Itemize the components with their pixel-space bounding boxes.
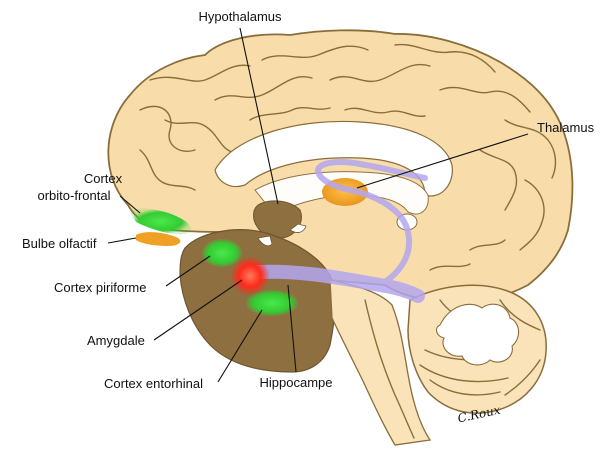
label-cortex-orbito-frontal-line1: Cortex (84, 171, 123, 186)
olfactory-bulb-area (136, 232, 180, 246)
amygdala-area (230, 256, 270, 296)
label-amygdale: Amygdale (87, 333, 145, 348)
leader-olfactory-bulb (108, 238, 136, 243)
label-bulbe-olfactif: Bulbe olfactif (22, 236, 97, 251)
label-thalamus: Thalamus (537, 120, 595, 135)
label-cortex-orbito-frontal-line2: orbito-frontal (38, 188, 111, 203)
label-hippocampe: Hippocampe (260, 375, 333, 390)
cerebral-cortex (108, 30, 572, 302)
label-cortex-entorhinal: Cortex entorhinal (104, 376, 203, 391)
label-hypothalamus: Hypothalamus (198, 9, 282, 24)
label-cortex-piriforme: Cortex piriforme (54, 280, 146, 295)
